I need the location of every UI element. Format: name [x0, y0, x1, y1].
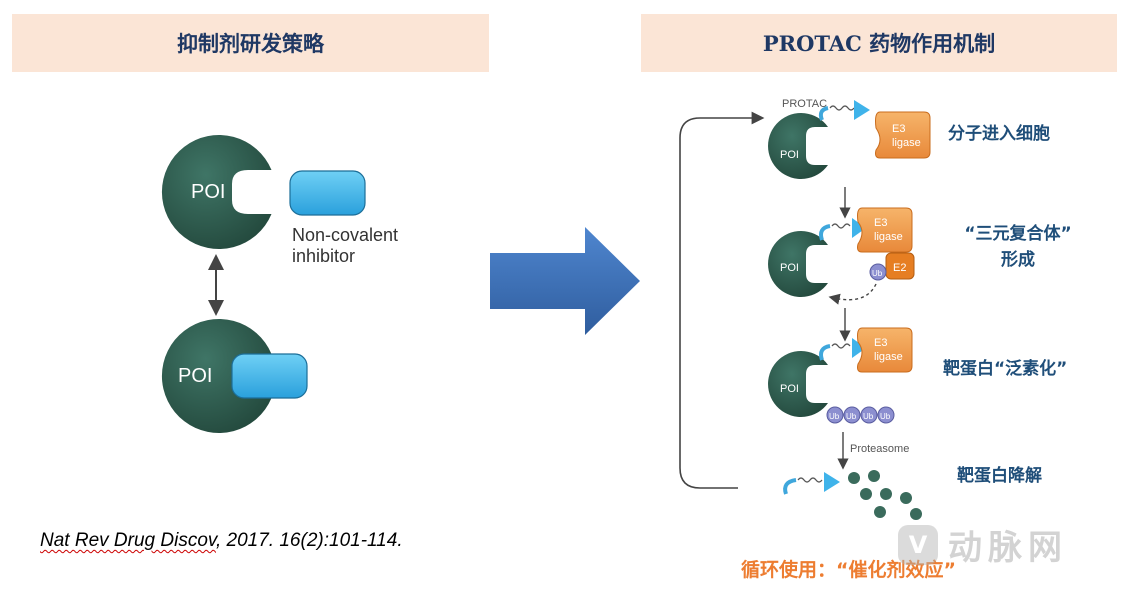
- e3-ligase-step3: [857, 327, 913, 373]
- ub-transfer: [869, 263, 887, 281]
- fragment: [900, 492, 912, 504]
- citation-journal: Nat Rev Drug Discov: [40, 530, 216, 551]
- fragment: [910, 508, 922, 520]
- poi-top: [161, 135, 272, 250]
- e3-ligase-step1: [875, 111, 931, 159]
- poi-step1: [768, 113, 828, 180]
- e2-enzyme: [885, 252, 915, 280]
- citation: Nat Rev Drug Discov, 2017. 16(2):101-114…: [40, 530, 403, 552]
- poi-step3-label: POI: [780, 383, 799, 395]
- ub-4-label: Ub: [880, 412, 891, 421]
- ub-2: [843, 406, 861, 424]
- step-label-1: 分子进入细胞: [948, 121, 1050, 147]
- cycle-arrow: [679, 111, 765, 489]
- e3-ligase-step2: [857, 207, 913, 253]
- step-3-line1: 靶蛋白“泛素化”: [943, 359, 1068, 379]
- protac-e3-binder-released: [824, 472, 840, 492]
- ub-chain: Ub Ub Ub Ub: [826, 406, 895, 424]
- e3-step1-label-line2: ligase: [892, 137, 921, 149]
- ub-3: [860, 406, 878, 424]
- ub-4: [877, 406, 895, 424]
- e2-label: E2: [893, 262, 906, 274]
- inhibitor-label-line1: Non-covalent: [292, 225, 398, 245]
- protac-e3-binder-step1: [854, 100, 870, 120]
- protac-warhead-step3: [819, 344, 831, 361]
- e3-step2-label-line1: E3: [874, 217, 887, 229]
- fragment: [874, 506, 886, 518]
- step-2-line2: 形成: [1001, 250, 1035, 271]
- e3-step2-label-line2: ligase: [874, 231, 903, 243]
- poi-step3: [768, 351, 828, 417]
- protac-e3-binder-step3: [852, 338, 866, 358]
- right-panel-title: PROTAC 药物作用机制: [641, 14, 1117, 72]
- inhibitor-label-line2: inhibitor: [292, 246, 355, 266]
- poi-bottom: [161, 319, 272, 434]
- fragment: [880, 488, 892, 500]
- ub-transfer-arrow: [828, 283, 877, 305]
- ub-2-label: Ub: [846, 412, 857, 421]
- protac-e3-binder-step2: [852, 218, 866, 238]
- ub-transfer-label: Ub: [872, 269, 883, 278]
- fragment: [868, 470, 880, 482]
- cycle-label: 循环使用：“催化剂效应”: [741, 559, 956, 581]
- step-2-line1: “三元复合体”: [964, 224, 1072, 244]
- step-label-2: “三元复合体” 形成: [948, 221, 1088, 274]
- ub-1: [826, 406, 844, 424]
- protac-linker-step2: [831, 223, 851, 229]
- step-label-3: 靶蛋白“泛素化”: [943, 356, 1067, 382]
- watermark-logo-icon: V: [898, 524, 938, 565]
- fragment: [848, 472, 860, 484]
- proteasome-label: Proteasome: [850, 443, 909, 455]
- protac-linker-step1: [829, 105, 855, 111]
- watermark: V 动脉网: [898, 520, 1068, 569]
- e3-step3-label-line2: ligase: [874, 351, 903, 363]
- fragment: [860, 488, 872, 500]
- step-label-4: 靶蛋白降解: [957, 463, 1042, 489]
- protac-warhead-step1: [818, 106, 829, 121]
- poi-top-label: POI: [191, 181, 225, 203]
- poi-step2-label: POI: [780, 262, 799, 274]
- e3-step1-label-line1: E3: [892, 123, 905, 135]
- ub-1-label: Ub: [829, 412, 840, 421]
- degraded-fragments: [848, 470, 922, 520]
- citation-rest: , 2017. 16(2):101-114.: [215, 530, 403, 551]
- protac-label: PROTAC: [782, 98, 827, 110]
- watermark-text: 动脉网: [948, 528, 1068, 568]
- inhibitor-free: [289, 170, 366, 216]
- e3-step3-label-line1: E3: [874, 337, 887, 349]
- inhibitor-bound: [231, 353, 308, 399]
- protac-linker-released: [797, 477, 823, 483]
- poi-step1-label: POI: [780, 149, 799, 161]
- ub-3-label: Ub: [863, 412, 874, 421]
- step-4-line1: 靶蛋白降解: [957, 466, 1042, 486]
- protac-warhead-released: [783, 478, 797, 495]
- step-1-line1: 分子进入细胞: [948, 124, 1050, 144]
- protac-linker-step3: [831, 343, 851, 349]
- poi-bottom-label: POI: [178, 365, 212, 387]
- transition-arrow: [490, 227, 640, 335]
- poi-step2: [768, 231, 828, 297]
- left-panel-title: 抑制剂研发策略: [12, 14, 489, 72]
- protac-warhead-step2: [819, 224, 831, 241]
